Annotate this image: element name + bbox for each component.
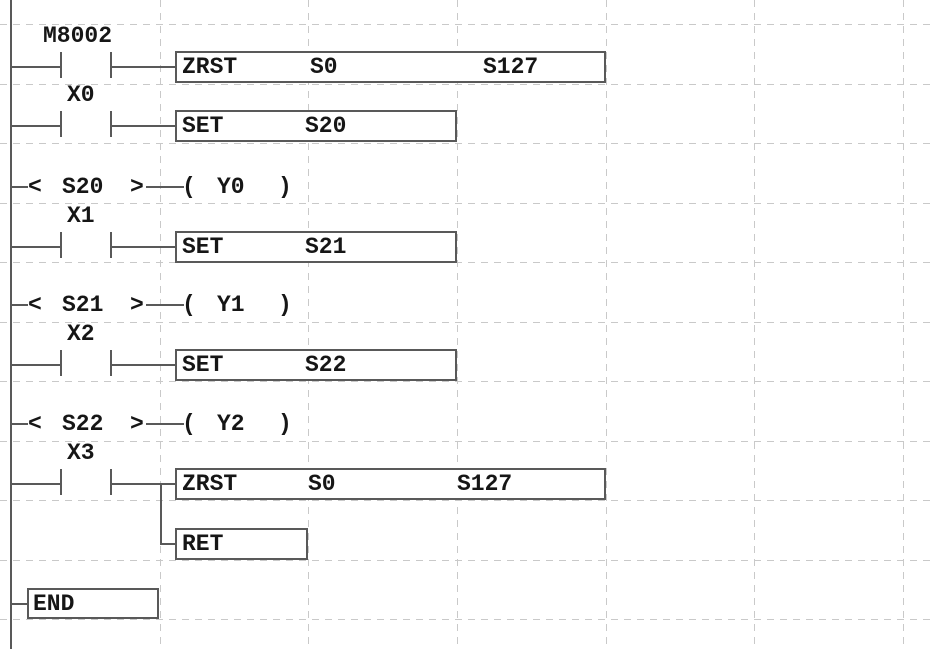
contact-bar-left <box>60 52 62 78</box>
grid-line-vertical <box>160 0 161 649</box>
contact-bar-left <box>60 350 62 376</box>
contact-device-label: X0 <box>67 82 95 108</box>
wire <box>11 483 60 485</box>
stl-open-angle: < <box>28 411 42 437</box>
contact-device-label: M8002 <box>43 23 113 49</box>
wire <box>112 66 176 68</box>
instruction-box-end[interactable] <box>27 588 159 619</box>
wire <box>11 304 28 306</box>
wire <box>146 304 184 306</box>
wire <box>160 543 176 545</box>
instruction-mnemonic: END <box>33 591 75 617</box>
instruction-box-set-s22[interactable] <box>175 349 457 381</box>
grid-line-horizontal <box>0 84 933 85</box>
wire <box>146 186 184 188</box>
grid-line-horizontal <box>0 322 933 323</box>
coil-open-paren: ( <box>182 411 196 437</box>
instruction-mnemonic: SET <box>182 113 224 139</box>
grid-line-horizontal <box>0 262 933 263</box>
wire <box>11 66 60 68</box>
instruction-operand: S0 <box>310 54 338 80</box>
contact-device-label: X2 <box>67 321 95 347</box>
instruction-operand: S0 <box>308 471 336 497</box>
grid-line-vertical <box>903 0 904 649</box>
instruction-box-ret[interactable] <box>175 528 308 560</box>
coil-close-paren: ) <box>278 292 292 318</box>
grid-line-vertical <box>754 0 755 649</box>
grid-line-vertical <box>606 0 607 649</box>
instruction-operand: S127 <box>457 471 513 497</box>
grid-line-horizontal <box>0 143 933 144</box>
no-contact-x2[interactable] <box>54 350 116 380</box>
instruction-operand: S21 <box>305 234 347 260</box>
grid-line-horizontal <box>0 203 933 204</box>
grid-line-vertical <box>457 0 458 649</box>
wire <box>11 364 60 366</box>
no-contact-x1[interactable] <box>54 232 116 262</box>
coil-device-label: Y1 <box>217 292 245 318</box>
wire <box>11 603 27 605</box>
coil-open-paren: ( <box>182 174 196 200</box>
contact-bar-right <box>110 52 112 78</box>
stl-close-angle: > <box>130 292 144 318</box>
instruction-box-set-s21[interactable] <box>175 231 457 263</box>
wire <box>112 125 176 127</box>
instruction-mnemonic: SET <box>182 234 224 260</box>
contact-bar-left <box>60 232 62 258</box>
stl-state-label: S21 <box>62 292 104 318</box>
stl-state-label: S20 <box>62 174 104 200</box>
instruction-mnemonic: ZRST <box>182 54 238 80</box>
grid-line-horizontal <box>0 381 933 382</box>
instruction-operand: S127 <box>483 54 539 80</box>
grid-line-horizontal <box>0 560 933 561</box>
contact-device-label: X1 <box>67 203 95 229</box>
grid-line-vertical <box>308 0 309 649</box>
grid-line-horizontal <box>0 24 933 25</box>
instruction-operand: S22 <box>305 352 347 378</box>
instruction-box-zrst-2[interactable] <box>175 468 606 500</box>
wire <box>11 246 60 248</box>
wire <box>112 246 176 248</box>
contact-bar-right <box>110 469 112 495</box>
coil-close-paren: ) <box>278 174 292 200</box>
contact-bar-right <box>110 111 112 137</box>
grid-line-horizontal <box>0 441 933 442</box>
contact-bar-right <box>110 350 112 376</box>
instruction-mnemonic: SET <box>182 352 224 378</box>
wire <box>11 186 28 188</box>
contact-device-label: X3 <box>67 440 95 466</box>
stl-close-angle: > <box>130 174 144 200</box>
no-contact-x3[interactable] <box>54 469 116 499</box>
instruction-operand: S20 <box>305 113 347 139</box>
contact-bar-right <box>110 232 112 258</box>
contact-bar-left <box>60 111 62 137</box>
stl-close-angle: > <box>130 411 144 437</box>
coil-device-label: Y0 <box>217 174 245 200</box>
left-power-rail <box>10 0 12 649</box>
stl-open-angle: < <box>28 292 42 318</box>
coil-device-label: Y2 <box>217 411 245 437</box>
contact-bar-left <box>60 469 62 495</box>
coil-open-paren: ( <box>182 292 196 318</box>
wire <box>112 364 176 366</box>
coil-close-paren: ) <box>278 411 292 437</box>
instruction-box-set-s20[interactable] <box>175 110 457 142</box>
no-contact-x0[interactable] <box>54 111 116 141</box>
grid-line-horizontal <box>0 619 933 620</box>
stl-open-angle: < <box>28 174 42 200</box>
wire <box>11 423 28 425</box>
instruction-mnemonic: RET <box>182 531 224 557</box>
instruction-box-zrst-1[interactable] <box>175 51 606 83</box>
instruction-mnemonic: ZRST <box>182 471 238 497</box>
branch-wire <box>160 483 162 545</box>
wire <box>11 125 60 127</box>
wire <box>146 423 184 425</box>
wire <box>112 483 176 485</box>
grid-line-horizontal <box>0 500 933 501</box>
no-contact-m8002[interactable] <box>54 52 116 82</box>
stl-state-label: S22 <box>62 411 104 437</box>
